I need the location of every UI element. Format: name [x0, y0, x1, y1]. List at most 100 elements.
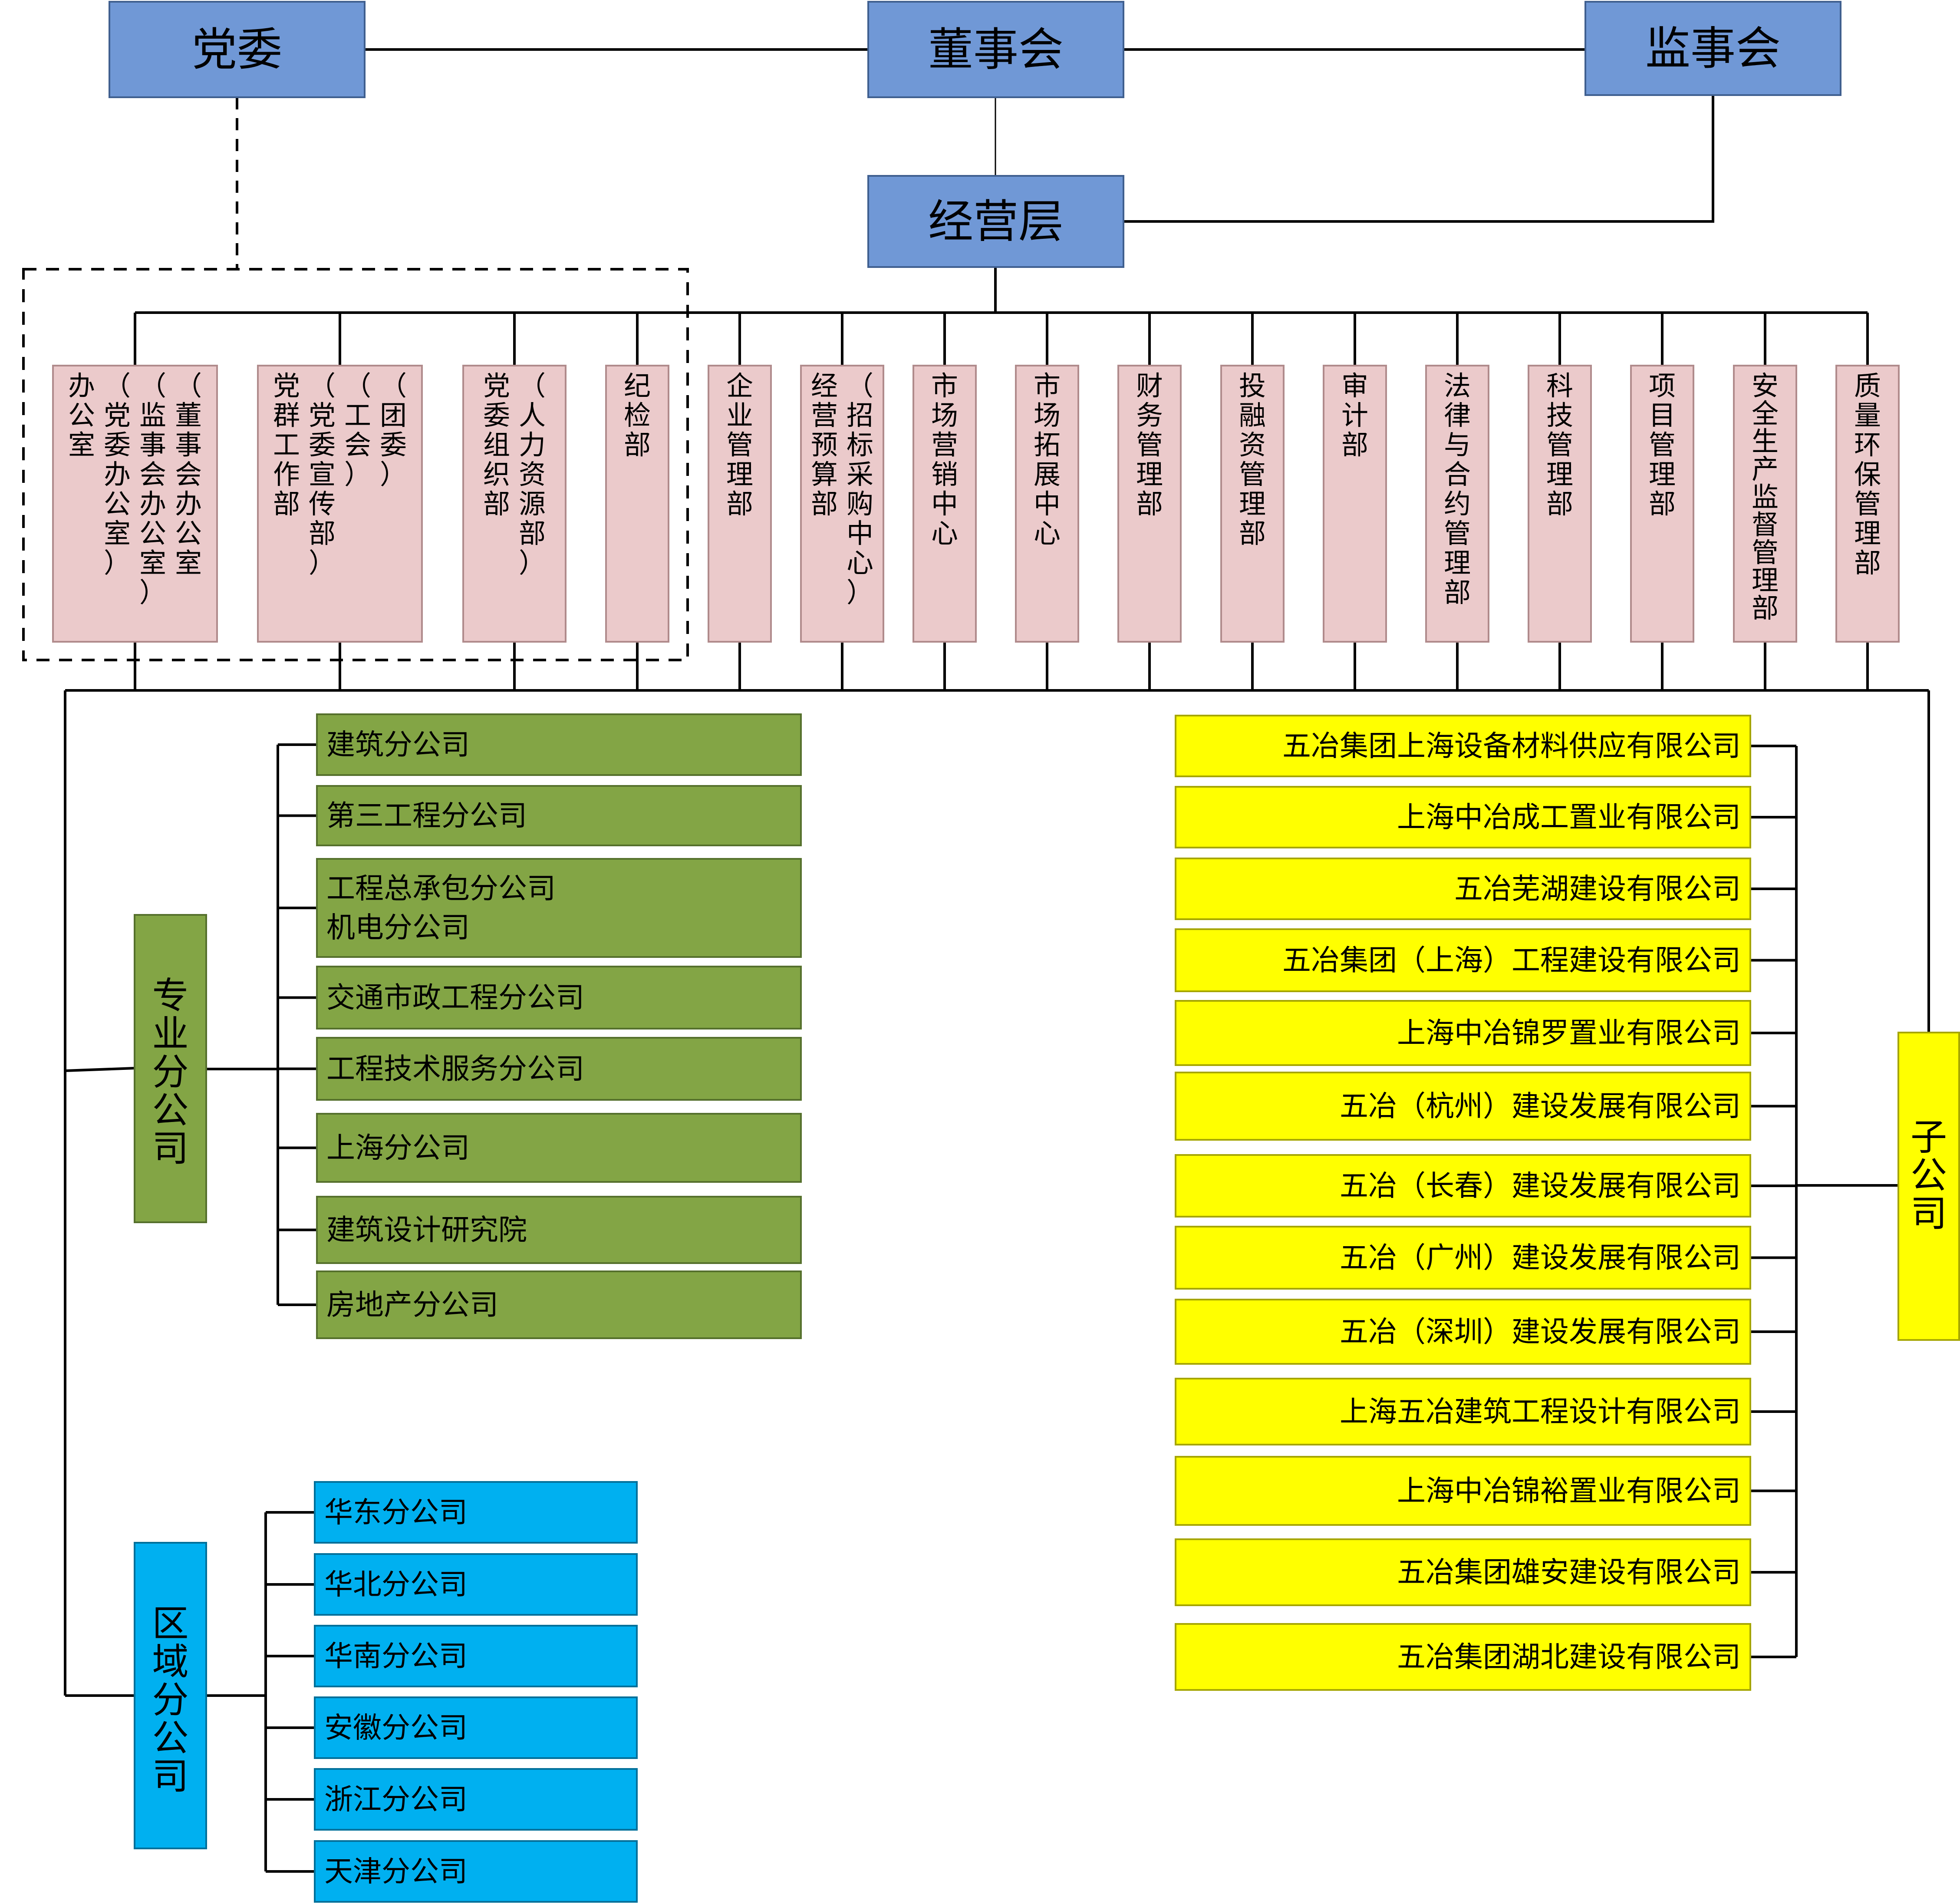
dept-label-8-0: 财务管理部: [1136, 370, 1163, 520]
board-box: [867, 1, 1124, 98]
dept-label-3-0: 纪检部: [624, 370, 651, 461]
subsidiary-item-label-1: 上海中冶成工置业有限公司: [1397, 801, 1741, 834]
trunk-specialty-link: [65, 1067, 135, 1072]
subsidiary-item-9: [1175, 1378, 1751, 1445]
dept-label-10-0: 审计部: [1341, 370, 1368, 461]
party-dept-group-frame: [22, 268, 689, 661]
subsidiary-item-12: [1175, 1623, 1751, 1691]
specialty-branch-label: 专业分公司: [152, 974, 188, 1170]
specialty-item-6: [316, 1196, 802, 1264]
dept-box-15: [1835, 365, 1900, 643]
specialty-item-label-6-0: 建筑设计研究院: [326, 1213, 527, 1247]
subsidiary-item-2: [1175, 858, 1751, 920]
specialty-item-label-2-1: 机电分公司: [326, 911, 470, 944]
subsidiary-item-11: [1175, 1538, 1751, 1606]
management-box: [867, 175, 1124, 268]
subsidiary-item-label-2: 五冶芜湖建设有限公司: [1454, 872, 1741, 906]
subsidiary-item-10: [1175, 1456, 1751, 1526]
dept-label-13-0: 项目管理部: [1649, 370, 1676, 520]
dept-label-5-0: （招标采购中心）: [847, 370, 873, 608]
subsidiary-item-label-4: 上海中冶锦罗置业有限公司: [1397, 1016, 1741, 1050]
dept-label-11-0: 法律与合约管理部: [1444, 370, 1471, 608]
regional-item-label-5: 天津分公司: [324, 1855, 468, 1888]
subsidiary-item-0: [1175, 715, 1751, 777]
regional-item-2: [314, 1625, 638, 1687]
dept-label-9-0: 投融资管理部: [1239, 370, 1266, 549]
subsidiary-item-label-6: 五冶（长春）建设发展有限公司: [1340, 1169, 1741, 1203]
dept-label-4-0: 企业管理部: [726, 370, 753, 520]
dept-box-14: [1733, 365, 1797, 643]
dept-box-1: [257, 365, 423, 643]
subsidiary-item-6: [1175, 1154, 1751, 1218]
specialty-item-label-2-0: 工程总承包分公司: [326, 872, 556, 905]
dept-box-10: [1323, 365, 1387, 643]
specialty-item-3: [316, 966, 802, 1030]
specialty-item-1: [316, 785, 802, 846]
regional-item-1: [314, 1553, 638, 1616]
specialty-item-label-5-0: 上海分公司: [326, 1131, 470, 1165]
specialty-item-label-7-0: 房地产分公司: [326, 1288, 498, 1322]
dept-box-2: [462, 365, 567, 643]
dept-box-5: [800, 365, 884, 643]
specialty-item-5: [316, 1113, 802, 1183]
dept-box-8: [1117, 365, 1182, 643]
specialty-item-2: [316, 858, 802, 958]
dept-label-2-0: （人力资源部）: [519, 370, 546, 579]
dept-box-4: [708, 365, 772, 643]
dept-box-12: [1528, 365, 1592, 643]
subsidiary-label: 子公司: [1911, 1116, 1947, 1235]
regional-item-label-2: 华南分公司: [324, 1640, 468, 1673]
party-committee-box: [109, 1, 366, 98]
subsidiary-item-label-7: 五冶（广州）建设发展有限公司: [1340, 1241, 1741, 1274]
subsidiary-item-3: [1175, 928, 1751, 992]
regional-item-0: [314, 1481, 638, 1544]
subsidiary-item-label-11: 五冶集团雄安建设有限公司: [1397, 1556, 1741, 1589]
dept-label-1-0: （团委）: [380, 370, 407, 490]
subsidiary-item-label-8: 五冶（深圳）建设发展有限公司: [1340, 1315, 1741, 1349]
specialty-item-label-3-0: 交通市政工程分公司: [326, 981, 584, 1014]
regional-item-label-1: 华北分公司: [324, 1568, 468, 1601]
specialty-branch-box: [134, 914, 207, 1223]
dept-label-0-2: （党委办公室）: [104, 370, 131, 579]
regional-item-label-3: 安徽分公司: [324, 1711, 468, 1745]
dept-label-0-0: （董事会办公室: [175, 370, 202, 579]
dept-label-15-0: 质量环保管理部: [1854, 370, 1881, 579]
subsidiary-item-5: [1175, 1072, 1751, 1141]
subsidiary-box: [1897, 1032, 1960, 1341]
dept-box-11: [1425, 365, 1489, 643]
subsidiary-item-7: [1175, 1226, 1751, 1290]
dept-box-9: [1220, 365, 1285, 643]
dept-box-0: [52, 365, 218, 643]
dept-label-7-0: 市场拓展中心: [1034, 370, 1061, 549]
dept-label-0-3: 办公室: [68, 370, 95, 461]
dept-box-3: [605, 365, 669, 643]
dept-box-6: [912, 365, 977, 643]
connector-lines: [22, 48, 1930, 1873]
board-box-label: 董事会: [928, 23, 1064, 76]
dept-label-1-3: 党群工作部: [273, 370, 300, 520]
dept-label-2-1: 党委组织部: [483, 370, 510, 520]
management-box-label: 经营层: [928, 195, 1064, 248]
subsidiary-item-label-3: 五冶集团（上海）工程建设有限公司: [1282, 944, 1741, 977]
regional-item-4: [314, 1768, 638, 1831]
subsidiary-item-label-10: 上海中冶锦裕置业有限公司: [1397, 1474, 1741, 1508]
regional-item-label-0: 华东分公司: [324, 1496, 468, 1529]
subsidiary-item-1: [1175, 786, 1751, 848]
regional-branch-label: 区域分公司: [152, 1602, 188, 1798]
chart-boxes: 党委董事会监事会经营层（董事会办公室（监事会办公室）（党委办公室）办公室（团委）…: [52, 1, 1960, 1903]
dept-label-12-0: 科技管理部: [1546, 370, 1573, 520]
subsidiary-item-4: [1175, 1000, 1751, 1066]
dept-box-7: [1015, 365, 1079, 643]
supervisory-management-link: [1123, 95, 1714, 223]
subsidiary-item-label-9: 上海五冶建筑工程设计有限公司: [1340, 1395, 1741, 1429]
subsidiary-item-label-12: 五冶集团湖北建设有限公司: [1397, 1640, 1741, 1674]
regional-item-3: [314, 1696, 638, 1759]
dept-label-1-1: （工会）: [344, 370, 371, 490]
supervisory-board-box: [1584, 1, 1841, 96]
regional-branch-box: [134, 1542, 207, 1849]
specialty-item-label-0-0: 建筑分公司: [326, 728, 470, 762]
subsidiary-item-label-0: 五冶集团上海设备材料供应有限公司: [1282, 729, 1741, 763]
specialty-item-label-4-0: 工程技术服务分公司: [326, 1052, 584, 1086]
regional-item-label-4: 浙江分公司: [324, 1783, 468, 1816]
